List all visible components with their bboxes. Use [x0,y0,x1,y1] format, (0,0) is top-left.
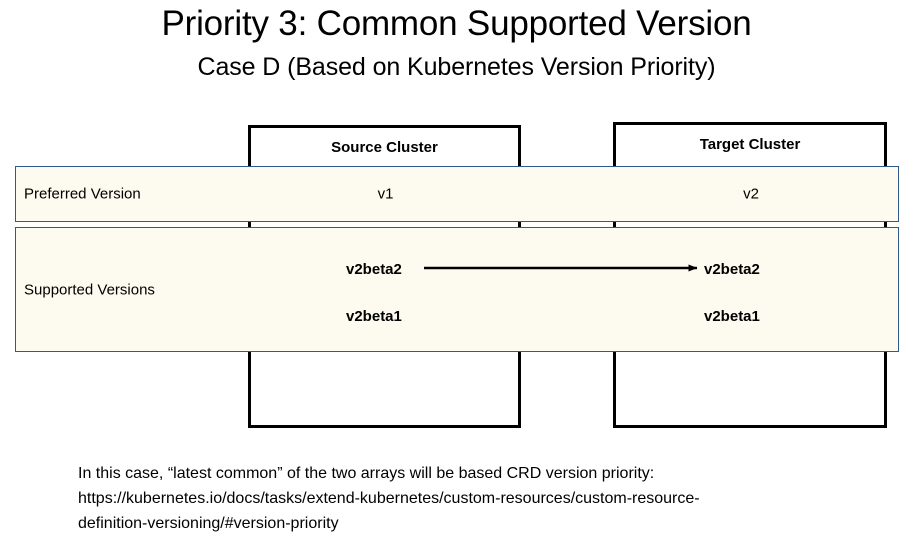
row-label-supported-versions: Supported Versions [24,281,155,298]
page-subtitle: Case D (Based on Kubernetes Version Prio… [197,53,716,81]
page-title: Priority 3: Common Supported Version [161,4,752,43]
supported-version-source-item: v2beta2 [346,261,402,278]
table-row: Supported Versions v2beta2 v2beta1 v2bet… [15,227,899,352]
footer-note-line: In this case, “latest common” of the two… [78,465,655,482]
preferred-version-target-value: v2 [743,185,759,203]
preferred-version-source-value: v1 [377,185,394,203]
supported-version-source-item: v2beta1 [346,308,402,325]
footer-note: In this case, “latest common” of the two… [78,461,868,536]
footer-note-line: definition-versioning/#version-priority [78,515,339,532]
table-row: Preferred Version v1 v2 [15,166,899,222]
target-cluster-header: Target Cluster [699,136,801,153]
source-cluster-header: Source Cluster [331,139,438,156]
row-label-preferred-version: Preferred Version [24,185,141,203]
supported-version-target-item: v2beta2 [704,261,760,278]
supported-version-target-item: v2beta1 [704,308,760,325]
footer-note-line: https://kubernetes.io/docs/tasks/extend-… [78,490,700,507]
